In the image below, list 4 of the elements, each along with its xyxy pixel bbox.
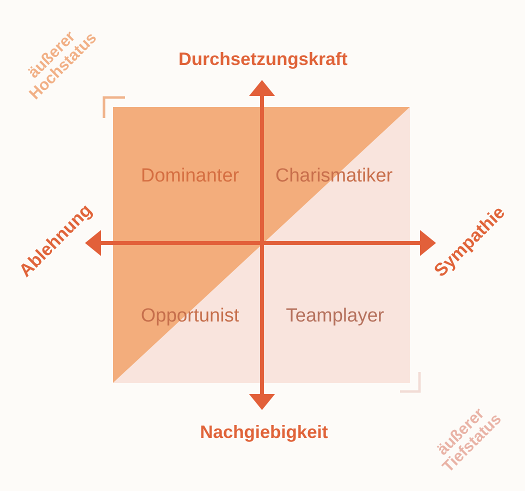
quadrant-label: Teamplayer	[286, 306, 384, 328]
axis-label: Nachgiebigkeit	[200, 423, 328, 443]
quadrant-label: Dominanter	[140, 166, 240, 188]
axis-label: Durchsetzungskraft	[178, 50, 348, 70]
